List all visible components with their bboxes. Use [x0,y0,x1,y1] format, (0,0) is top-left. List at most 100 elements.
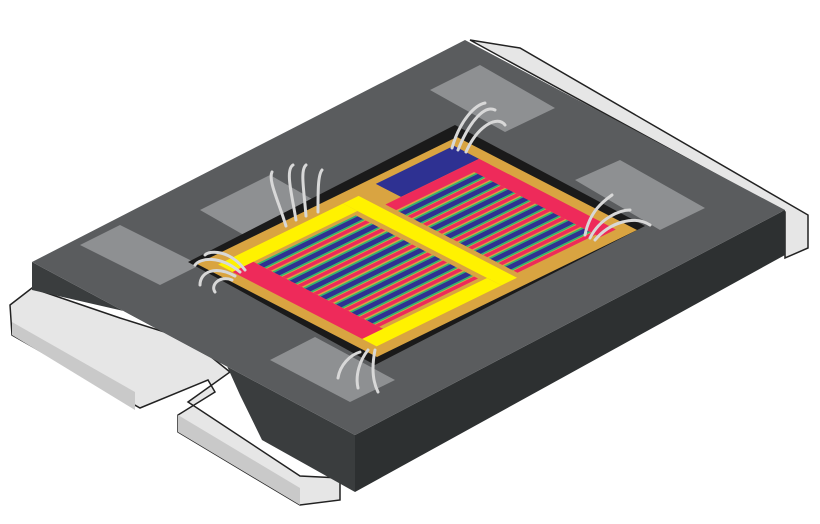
finger-green [405,176,485,216]
finger-green [397,172,478,212]
finger-red [297,236,401,287]
bond-wire [371,348,380,394]
finger-green [372,275,474,325]
finger-red [483,217,566,258]
right-red-frame [385,158,490,211]
left-source-bus [362,277,502,347]
finger-green [458,204,539,244]
finger-red [422,185,505,226]
package-right-side [355,210,785,492]
finger-green [465,207,546,247]
bond-wire [212,277,234,294]
finger-green [310,243,412,293]
finger-green [511,231,591,271]
finger-green [413,180,493,220]
finger-green [326,251,427,301]
finger-green [295,235,396,285]
finger-green [495,223,576,263]
finger-green [365,271,466,321]
bond-wire [198,269,237,287]
bond-wire [593,218,652,242]
bond-wire [193,258,242,274]
bond-wire [203,250,247,272]
finger-blue [289,232,394,284]
finger-blue [336,256,441,308]
finger-blue [505,228,590,270]
package-left-side [32,262,355,492]
finger-red [468,209,551,250]
left-fingers [256,215,479,327]
bond-wire [583,193,614,237]
finger-green [318,247,420,297]
finger-green [443,196,524,236]
bond-wire [464,119,507,154]
finger-blue [430,189,514,231]
top-pad-4 [80,225,200,285]
bond-wire [450,101,487,150]
bond-wire [316,168,324,214]
finger-blue [475,212,559,254]
finger-blue [414,181,499,223]
finger-red [328,252,432,303]
finger-green [272,223,374,273]
finger-blue [490,220,574,262]
finger-red [266,220,370,271]
finger-blue [460,205,544,247]
die [197,137,637,358]
bond-wire [456,107,497,152]
bond-wire [287,163,298,222]
finger-red [313,244,417,295]
finger-green [420,184,501,224]
bond-wire [336,350,362,380]
finger-red [375,276,479,327]
finger-green [357,267,458,317]
bond-wire [269,170,288,228]
finger-red [437,193,520,234]
bond-wires [193,101,652,394]
right-red-side [463,158,616,238]
right-fingers [397,172,596,273]
finger-blue [367,272,472,324]
center-yellow-bus [342,195,517,286]
finger-green [279,227,381,277]
finger-green [256,215,358,265]
finger-blue [305,240,410,292]
finger-blue [399,173,484,215]
bond-wire [355,348,370,390]
bond-wire [588,208,632,240]
finger-red [513,232,596,273]
finger-red [359,268,463,319]
finger-green [428,188,509,228]
left-terminal-side [12,322,135,410]
finger-red [498,224,581,265]
finger-green [303,239,405,289]
left-gate-bus [218,203,358,272]
finger-green [349,263,451,313]
finger-green [435,192,516,232]
finger-red [407,177,490,219]
finger-blue [351,264,456,316]
finger-green [450,200,531,240]
bond-wire [301,163,308,218]
top-pad-2 [430,65,555,132]
top-pad-5 [270,337,395,402]
finger-red [282,228,386,279]
finger-green [480,215,561,255]
left-terminal-side-2 [178,415,300,505]
finger-green [287,231,389,281]
finger-green [341,259,443,309]
finger-blue [274,224,379,276]
top-pad-3 [575,160,705,230]
finger-green [488,219,569,259]
right-blue-pad [375,145,479,197]
finger-red [344,260,448,311]
finger-blue [320,248,425,300]
left-red-frame [232,261,383,339]
finger-green [334,255,435,305]
finger-green [264,219,365,269]
finger-blue [445,197,529,239]
finger-blue [258,216,363,268]
finger-green [503,227,584,267]
finger-green [473,212,554,252]
